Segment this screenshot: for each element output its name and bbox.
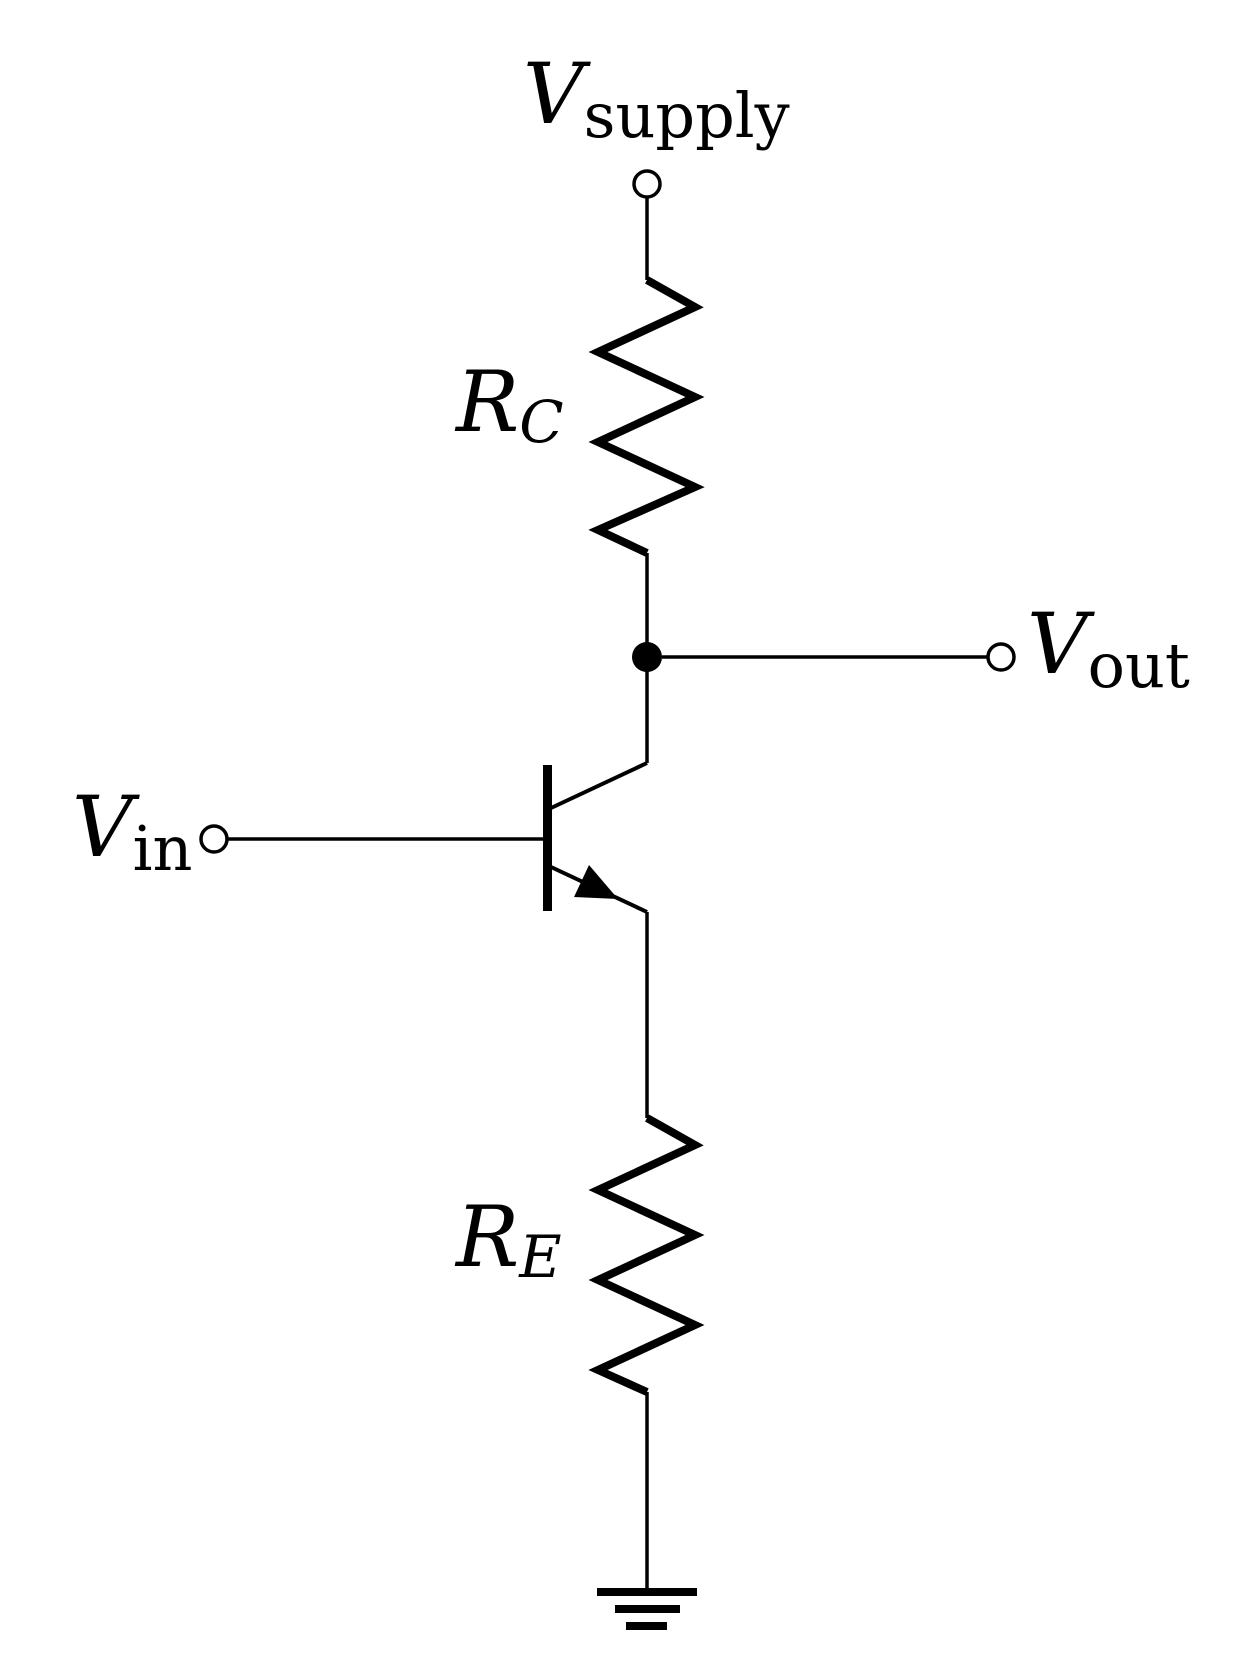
ground-icon bbox=[597, 1588, 697, 1630]
supply-voltage-label: Vsupply bbox=[523, 52, 790, 147]
collector-resistor bbox=[588, 276, 705, 557]
vout-label-main: V bbox=[1027, 595, 1088, 693]
re-label-main: R bbox=[456, 1188, 520, 1286]
supply-label-sub: supply bbox=[583, 79, 790, 152]
transistor-collector-lead bbox=[550, 761, 648, 810]
vin-label-main: V bbox=[72, 778, 133, 876]
re-label-sub: E bbox=[519, 1223, 562, 1291]
vout-label-sub: out bbox=[1087, 629, 1190, 702]
output-voltage-label: Vout bbox=[1027, 602, 1190, 697]
collector-resistor-label: RC bbox=[456, 360, 564, 451]
vin-label-sub: in bbox=[132, 812, 193, 885]
input-voltage-label: Vin bbox=[72, 785, 192, 880]
rc-label-sub: C bbox=[519, 388, 564, 456]
emitter-arrow-icon bbox=[574, 865, 618, 899]
output-terminal-circle bbox=[986, 642, 1016, 672]
emitter-resistor bbox=[588, 1114, 705, 1396]
supply-label-main: V bbox=[523, 45, 584, 143]
output-node-dot bbox=[632, 642, 662, 672]
emitter-resistor-label: RE bbox=[456, 1195, 562, 1286]
supply-terminal-circle bbox=[632, 169, 662, 199]
input-terminal-circle bbox=[199, 824, 229, 854]
rc-label-main: R bbox=[456, 353, 520, 451]
